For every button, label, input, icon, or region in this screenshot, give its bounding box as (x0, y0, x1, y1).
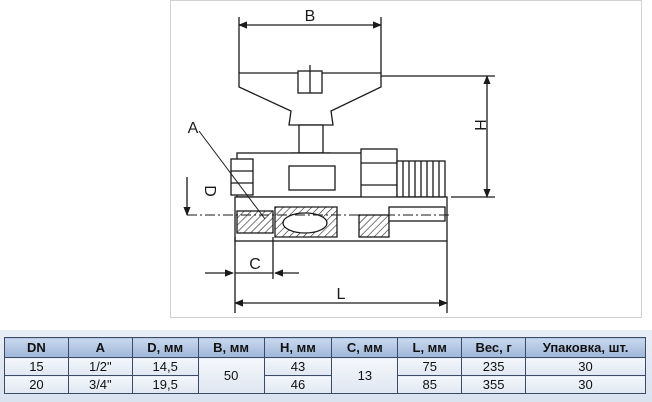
spec-table-wrapper: DN A D, мм B, мм H, мм C, мм L, мм Вес, … (0, 330, 652, 402)
label-b: B (305, 8, 316, 25)
union-nut (360, 148, 398, 200)
hatch-left (236, 210, 274, 234)
cell-l: 75 (397, 357, 463, 376)
cell-d: 19,5 (131, 375, 199, 394)
valve-drawing: B H A D C L (183, 8, 495, 313)
cell-pack: 30 (525, 375, 646, 394)
label-d: D (201, 185, 218, 197)
label-h: H (471, 119, 488, 131)
cell-l: 85 (397, 375, 463, 394)
label-l: L (337, 286, 346, 303)
cell-c-shared: 13 (331, 357, 399, 394)
a-leader (198, 130, 266, 220)
cell-a: 3/4" (67, 375, 133, 394)
header-pack: Упаковка, шт. (525, 337, 646, 358)
table-header-row: DN A D, мм B, мм H, мм C, мм L, мм Вес, … (4, 337, 646, 358)
cell-d: 14,5 (131, 357, 199, 376)
left-hex (230, 158, 254, 196)
cell-a: 1/2" (67, 357, 133, 376)
cell-weight: 355 (461, 375, 527, 394)
hatch-union (358, 214, 390, 238)
header-dn: DN (4, 337, 69, 358)
header-weight: Вес, г (461, 337, 527, 358)
header-c: C, мм (331, 337, 399, 358)
cell-h: 43 (263, 357, 333, 376)
valve-drawing-panel: B H A D C L (170, 0, 642, 318)
header-l: L, мм (397, 337, 463, 358)
header-d: D, мм (131, 337, 199, 358)
cell-b-shared: 50 (197, 357, 265, 394)
cell-dn: 20 (4, 375, 69, 394)
ball-bore (282, 212, 328, 234)
label-a: A (188, 120, 199, 137)
header-h: H, мм (263, 337, 333, 358)
header-a: A (67, 337, 133, 358)
spec-table: DN A D, мм B, мм H, мм C, мм L, мм Вес, … (4, 337, 646, 394)
table-row: 20 3/4" 19,5 46 85 355 30 (4, 375, 646, 394)
label-c: C (249, 256, 261, 273)
stem (298, 124, 324, 154)
handle-shape (238, 72, 382, 126)
cell-dn: 15 (4, 357, 69, 376)
ball-housing (288, 165, 336, 191)
header-b: B, мм (197, 337, 265, 358)
table-row: 15 1/2" 14,5 50 43 13 75 235 30 (4, 357, 646, 394)
cell-weight: 235 (461, 357, 527, 376)
cell-pack: 30 (525, 357, 646, 376)
cell-h: 46 (263, 375, 333, 394)
